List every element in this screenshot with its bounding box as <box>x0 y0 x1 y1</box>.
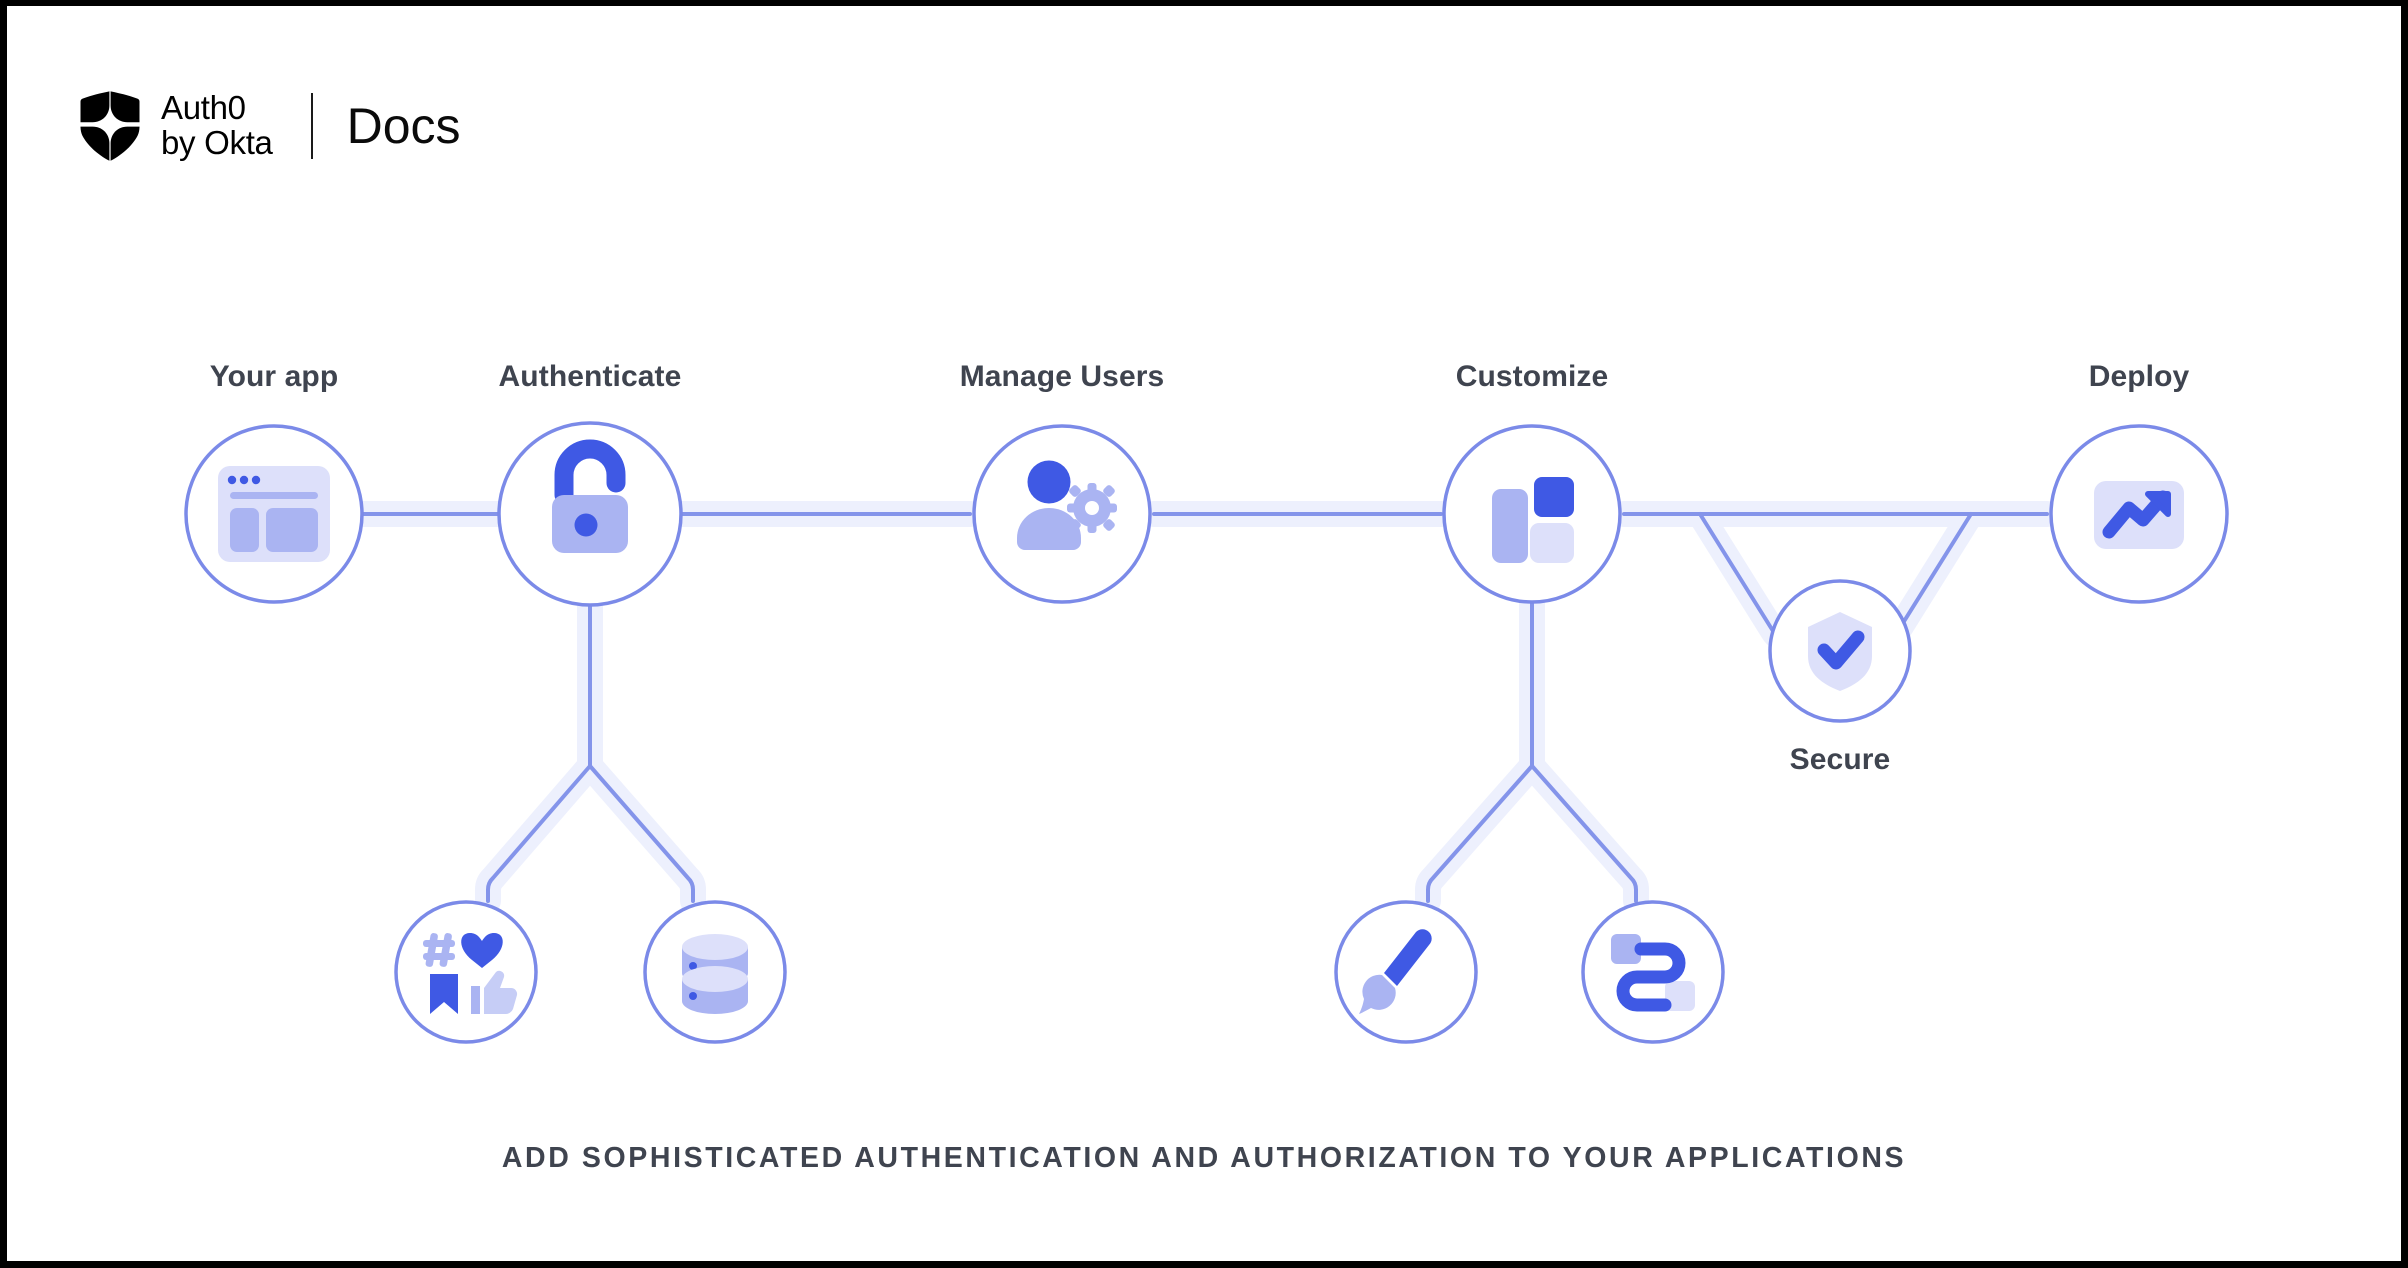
auth0-shield-icon <box>80 91 140 161</box>
node-label-your-app: Your app <box>210 360 339 393</box>
node-label-authenticate: Authenticate <box>499 360 682 393</box>
brand-header[interactable]: Auth0 by Okta Docs <box>79 88 461 164</box>
node-label-secure: Secure <box>1790 743 1891 776</box>
page-canvas: Auth0 by Okta Docs <box>7 6 2401 1261</box>
diagram-caption: ADD SOPHISTICATED AUTHENTICATION AND AUT… <box>502 1142 1906 1174</box>
node-circle-social-connections[interactable] <box>394 900 538 1044</box>
database-icon <box>682 934 748 1014</box>
node-manage-users[interactable]: Manage Users <box>960 360 1165 604</box>
node-authenticate[interactable]: Authenticate <box>497 360 683 607</box>
node-branding[interactable] <box>1334 900 1478 1044</box>
flow-diagram: Your app Authenticate Manage Users Custo… <box>7 6 2401 1261</box>
trending-up-icon <box>2094 481 2184 549</box>
node-customize[interactable]: Customize <box>1442 360 1622 604</box>
node-secure[interactable]: Secure <box>1768 579 1912 776</box>
docs-title: Docs <box>346 98 461 154</box>
browser-window-icon <box>218 466 330 562</box>
connector-authenticate-social <box>486 605 592 903</box>
node-flows[interactable] <box>1581 900 1725 1044</box>
connector-authenticate-database <box>588 605 695 903</box>
node-label-customize: Customize <box>1456 360 1609 393</box>
node-database[interactable] <box>643 900 787 1044</box>
node-social-connections[interactable] <box>394 900 538 1044</box>
node-circle-customize[interactable] <box>1442 424 1622 604</box>
brand-name-line2: by Okta <box>161 124 273 161</box>
node-your-app[interactable]: Your app <box>184 360 364 604</box>
connector-customize-branding <box>1426 602 1534 903</box>
brand-divider <box>310 93 313 159</box>
connector-customize-flows <box>1530 602 1638 903</box>
node-deploy[interactable]: Deploy <box>2049 360 2229 604</box>
node-label-manage-users: Manage Users <box>960 360 1165 393</box>
brand-wordmark: Auth0 by Okta <box>161 89 273 161</box>
brand-name-line1: Auth0 <box>161 89 246 127</box>
node-label-deploy: Deploy <box>2089 360 2190 393</box>
